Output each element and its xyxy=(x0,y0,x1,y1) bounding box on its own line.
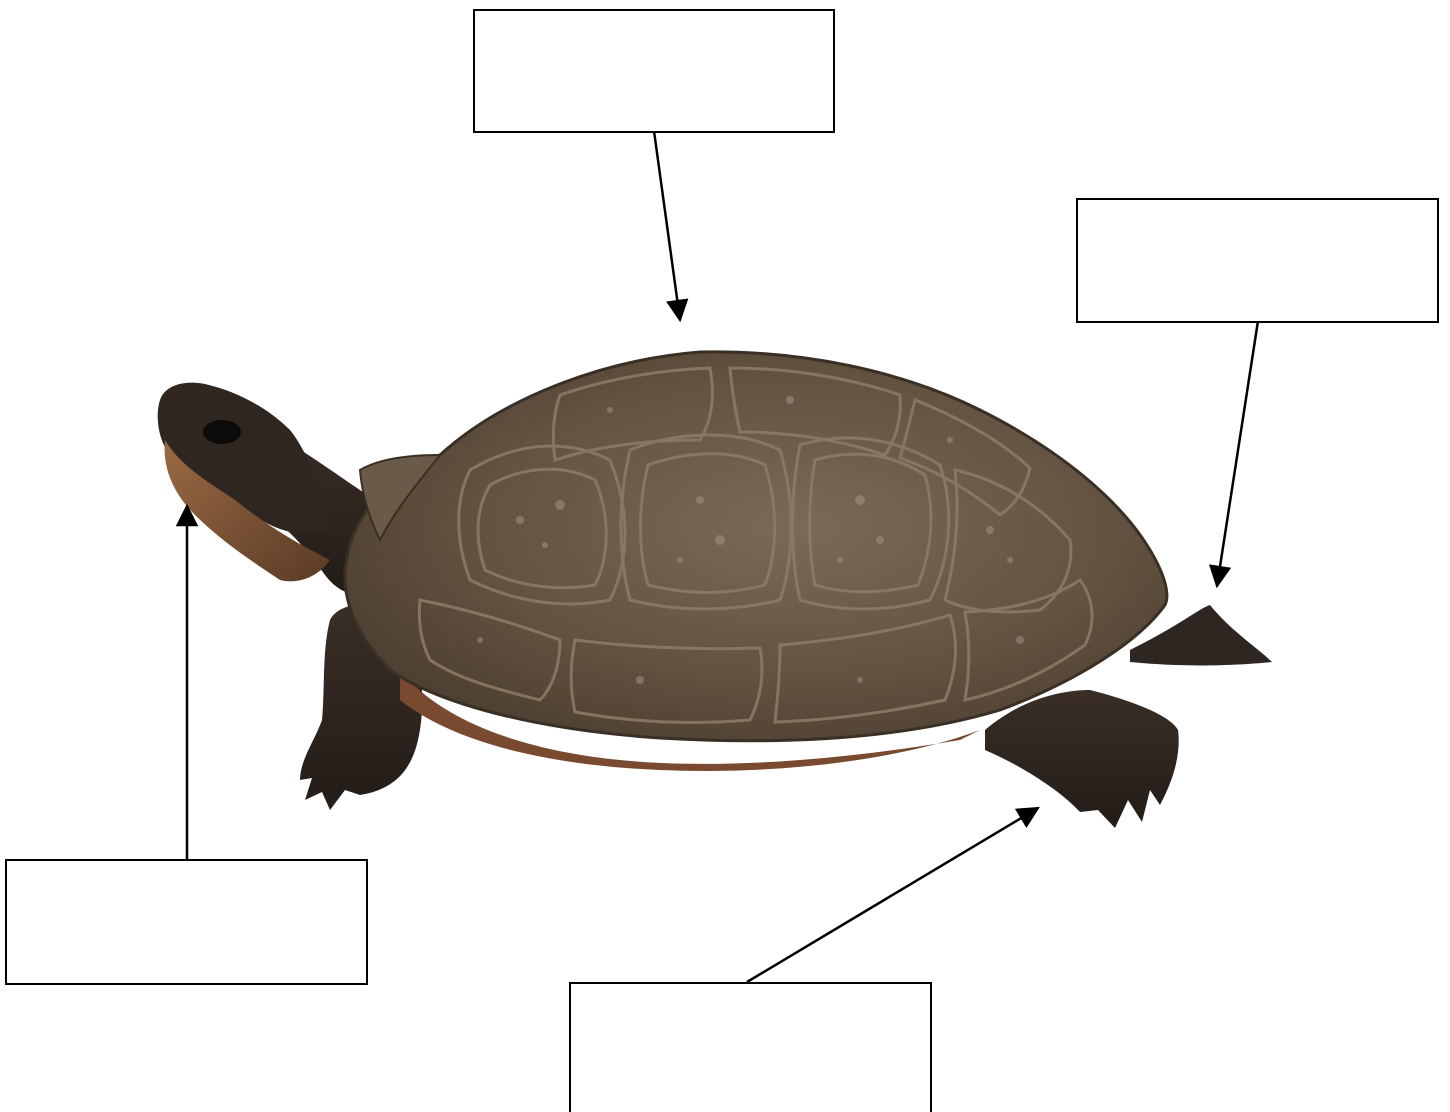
turtle-eye xyxy=(203,420,241,444)
label-box-foot[interactable] xyxy=(569,982,932,1112)
arrow-to-tail xyxy=(1217,321,1258,586)
arrow-to-foot xyxy=(747,808,1038,982)
turtle-back-foot xyxy=(985,690,1179,828)
turtle-shell xyxy=(345,352,1167,741)
label-box-tail[interactable] xyxy=(1076,198,1439,323)
label-box-head[interactable] xyxy=(5,859,368,985)
arrow-to-shell xyxy=(654,131,680,320)
label-box-shell[interactable] xyxy=(473,9,835,133)
